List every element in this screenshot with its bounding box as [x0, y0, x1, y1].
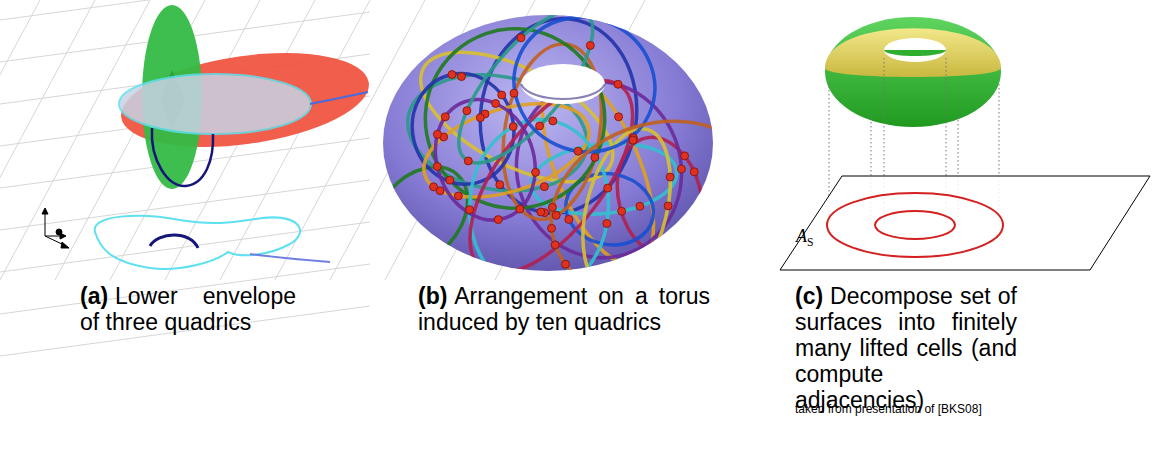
caption: (c)Decompose set of surfaces into finite… [795, 283, 1017, 413]
caption: (a)Lower envelope of three quadrics [80, 283, 296, 335]
projection-curves [95, 216, 330, 269]
subscript: S [807, 236, 814, 249]
caption: (b)Arrangement on a torus induced by ten… [418, 283, 710, 335]
plane-arrangement [780, 176, 1150, 270]
source-note: taken from presentation of [BKS08] [795, 402, 1115, 416]
torus-arrangement [353, 0, 790, 325]
label-text: taken from presentation of [BKS08] [795, 402, 982, 416]
lifted-torus [825, 17, 1001, 127]
label-text: Lower envelope of three quadrics [80, 283, 296, 335]
label-text: Decompose set of surfaces into finitely … [795, 283, 1017, 413]
label-text: Arrangement on a torus induced by ten qu… [418, 283, 710, 335]
caption-tag: (c) [795, 283, 823, 309]
axis-icon [42, 208, 69, 248]
arrangement-label: AS [796, 226, 836, 253]
quadric-envelope [115, 5, 375, 189]
label-text: A [796, 226, 807, 246]
caption-tag: (b) [418, 283, 447, 309]
caption-tag: (a) [80, 283, 108, 309]
